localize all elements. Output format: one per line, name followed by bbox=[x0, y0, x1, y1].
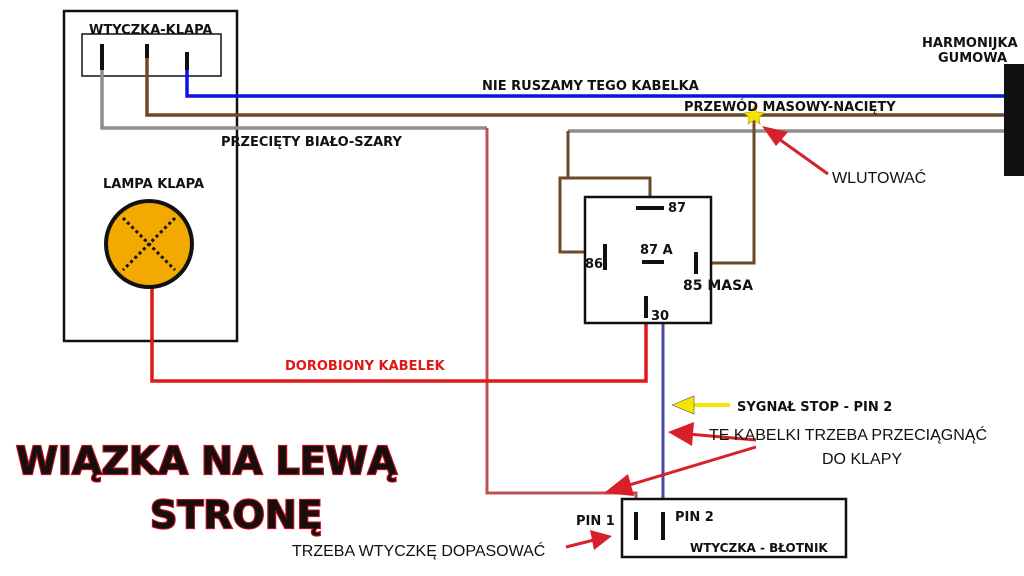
wire-grey-left bbox=[100, 70, 487, 130]
relay-pin-85-label: 85 MASA bbox=[683, 278, 753, 294]
wire-brown-relay-top bbox=[566, 131, 652, 208]
solder-point-icon bbox=[743, 105, 765, 125]
arrow-fit-plug-icon bbox=[565, 530, 612, 550]
lamp-plug-label: WTYCZKA-KLAPA bbox=[89, 23, 212, 38]
harness-label-2: GUMOWA bbox=[938, 51, 1007, 66]
fender-plug-label: WTYCZKA - BŁOTNIK bbox=[690, 541, 828, 555]
fit-plug-label: TRZEBA WTYCZKĘ DOPASOWAĆ bbox=[292, 541, 545, 560]
relay-pin-86-label: 86 bbox=[585, 257, 603, 272]
title-line-2: STRONĘ bbox=[150, 493, 323, 537]
solder-label: WLUTOWAĆ bbox=[832, 168, 926, 187]
lamp-label: LAMPA KLAPA bbox=[103, 177, 204, 192]
fender-pin2-label: PIN 2 bbox=[675, 510, 714, 525]
pull-label-1: TE KABELKI TRZEBA PRZECIĄGNĄĆ bbox=[709, 425, 987, 444]
title-line-1: WIĄZKA NA LEWĄ bbox=[16, 439, 398, 483]
wire-red bbox=[150, 286, 648, 383]
wire-grey-label: PRZECIĘTY BIAŁO-SZARY bbox=[221, 135, 402, 150]
fender-pin1-label: PIN 1 bbox=[576, 514, 615, 529]
wire-ground-label: PRZEWÓD MASOWY-NACIĘTY bbox=[684, 99, 896, 115]
wire-blue-label: NIE RUSZAMY TEGO KABELKA bbox=[482, 79, 699, 94]
arrow-solder-icon bbox=[762, 126, 829, 176]
arrow-signal-icon bbox=[671, 395, 730, 415]
arrow-pull-2-icon bbox=[604, 445, 757, 496]
harness-label-1: HARMONIJKA bbox=[922, 36, 1018, 51]
added-wire-label: DOROBIONY KABELEK bbox=[285, 359, 446, 374]
arrow-pull-1-icon bbox=[668, 422, 757, 446]
wire-brown-85 bbox=[696, 115, 756, 265]
wire-brown-ground bbox=[145, 58, 1004, 117]
wire-blue bbox=[185, 70, 1004, 98]
relay-pin-30-label: 30 bbox=[651, 309, 669, 324]
relay-pin-87a-label: 87 A bbox=[640, 243, 673, 258]
harness-block bbox=[1004, 64, 1024, 176]
signal-label: SYGNAŁ STOP - PIN 2 bbox=[737, 400, 892, 415]
lamp-cross-b bbox=[121, 216, 177, 272]
lamp-plug-box bbox=[81, 33, 222, 77]
pull-label-2: DO KLAPY bbox=[822, 451, 902, 468]
wire-brown-relay-86 bbox=[558, 176, 605, 254]
fender-plug-box bbox=[620, 497, 848, 559]
relay-pin-87-label: 87 bbox=[668, 201, 686, 216]
